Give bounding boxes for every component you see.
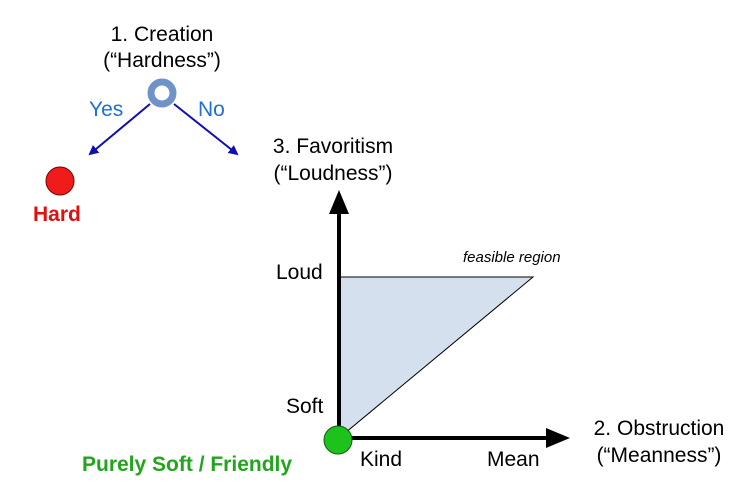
x-axis-title-line1: 2. Obstruction [593, 417, 725, 440]
yes-branch-arrow [88, 103, 151, 156]
no-branch-arrow [173, 103, 239, 156]
x-axis-high-label: Mean [487, 448, 540, 471]
x-axis-arrowhead [546, 428, 570, 448]
decision-title-line1: 1. Creation [110, 23, 214, 46]
y-axis-title-line1: 3. Favoritism [272, 135, 394, 158]
y-axis-title-line2: (“Loudness”) [273, 162, 393, 185]
feasible-region-label: feasible region [463, 249, 561, 266]
feasible-region [338, 276, 535, 440]
yes-label: Yes [89, 98, 124, 121]
decision-title-line2: (“Hardness”) [103, 49, 221, 72]
origin-label: Purely Soft / Friendly [82, 453, 293, 476]
no-label: No [198, 98, 225, 121]
x-axis-low-label: Kind [360, 448, 403, 471]
y-axis-high-label: Loud [276, 261, 323, 284]
hard-node [45, 166, 75, 196]
hard-label: Hard [33, 203, 81, 226]
y-axis-low-label: Soft [286, 395, 324, 418]
root-decision-node [147, 78, 177, 108]
x-axis-title-line2: (“Meanness”) [596, 444, 722, 467]
origin-node [323, 425, 353, 455]
y-axis-arrowhead [329, 190, 349, 214]
